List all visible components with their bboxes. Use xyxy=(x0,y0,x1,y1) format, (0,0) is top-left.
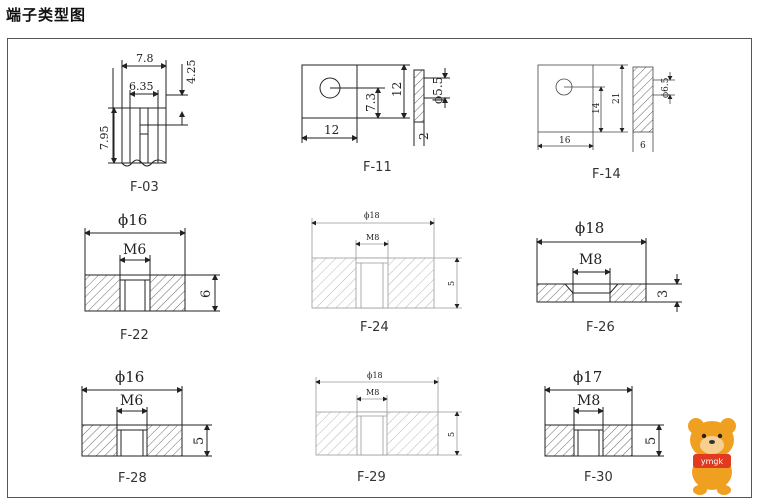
f29-dim-thread: M8 xyxy=(366,388,379,397)
f24-dim-thread: M8 xyxy=(366,233,379,242)
terminal-f30 xyxy=(544,386,664,457)
f22-label: F-22 xyxy=(120,328,149,343)
f28-label: F-28 xyxy=(118,471,147,486)
f11-dim-hole-dia: ϕ5.5 xyxy=(431,77,445,104)
terminal-f28 xyxy=(81,386,212,457)
terminal-f24 xyxy=(311,218,462,309)
f11-dim-hole-offset: 7.3 xyxy=(364,93,378,112)
f30-dim-height: 5 xyxy=(644,437,659,445)
f14-label: F-14 xyxy=(592,167,621,182)
terminal-f22 xyxy=(84,228,220,312)
f14-dim-width: 16 xyxy=(559,136,571,146)
bear-mascot-logo: ymgk xyxy=(688,418,736,495)
f26-dim-thread: M8 xyxy=(579,252,602,268)
f03-dim-inner: 6.35 xyxy=(129,80,154,93)
f11-dim-thickness: 2 xyxy=(417,132,431,140)
f30-dim-diameter: ϕ17 xyxy=(573,368,602,386)
f28-dim-height: 5 xyxy=(192,437,207,445)
mascot-tag: ymgk xyxy=(701,457,724,466)
terminal-f14 xyxy=(537,64,675,152)
f29-dim-diameter: ϕ18 xyxy=(367,371,383,380)
f03-dim-width: 7.8 xyxy=(136,52,154,65)
f28-dim-diameter: ϕ16 xyxy=(115,368,144,386)
f24-dim-diameter: ϕ18 xyxy=(364,211,380,220)
f26-dim-diameter: ϕ18 xyxy=(575,219,604,237)
f26-label: F-26 xyxy=(586,320,615,335)
f14-dim-thickness: 6 xyxy=(640,141,646,151)
f24-label: F-24 xyxy=(360,320,389,335)
f11-dim-height: 12 xyxy=(390,82,404,97)
f03-dim-height-top: 4.25 xyxy=(185,60,198,85)
f14-dim-hole-dia: ϕ6.5 xyxy=(661,77,671,98)
f30-dim-thread: M8 xyxy=(577,393,600,409)
terminal-f26 xyxy=(536,238,682,312)
f30-label: F-30 xyxy=(584,470,613,485)
f22-dim-thread: M6 xyxy=(123,242,146,258)
f28-dim-thread: M6 xyxy=(120,393,143,409)
f29-dim-height: 5 xyxy=(447,432,456,437)
terminal-f03 xyxy=(108,60,188,167)
f29-label: F-29 xyxy=(357,470,386,485)
f26-dim-height: 3 xyxy=(656,290,671,298)
f22-dim-diameter: ϕ16 xyxy=(118,211,147,229)
f03-dim-height-side: 7.95 xyxy=(98,126,111,151)
terminal-f11 xyxy=(301,64,450,146)
page-title: 端子类型图 xyxy=(6,6,87,24)
f11-label: F-11 xyxy=(363,160,392,175)
f14-dim-hole-offset: 14 xyxy=(592,102,602,114)
diagram-frame xyxy=(7,38,752,498)
f22-dim-height: 6 xyxy=(199,290,214,298)
f24-dim-height: 5 xyxy=(447,281,456,286)
terminal-f29 xyxy=(315,377,462,456)
f03-label: F-03 xyxy=(130,180,159,195)
f14-dim-height: 21 xyxy=(612,93,622,104)
f11-dim-width: 12 xyxy=(324,123,339,137)
